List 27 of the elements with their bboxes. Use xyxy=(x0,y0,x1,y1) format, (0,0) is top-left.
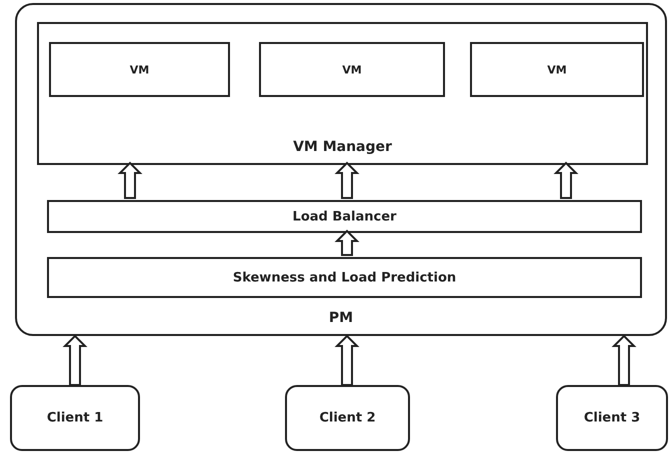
block-arrow xyxy=(334,162,360,199)
vm-box xyxy=(470,42,644,97)
vm-box xyxy=(259,42,445,97)
prediction-box xyxy=(47,257,642,298)
vm-manager-box xyxy=(37,22,648,165)
block-arrow xyxy=(118,162,142,199)
client-box xyxy=(285,385,410,451)
client-box xyxy=(10,385,140,451)
node-label: Load Balancer xyxy=(292,209,398,224)
node-label: Client 1 xyxy=(46,410,104,426)
block-arrow xyxy=(62,334,88,386)
node-label: Skewness and Load Prediction xyxy=(232,270,458,285)
block-arrow xyxy=(334,230,360,256)
node-label: Client 2 xyxy=(318,410,377,426)
pm-box xyxy=(15,3,667,336)
load-balancer-box xyxy=(47,200,642,233)
client-box xyxy=(556,385,668,451)
node-label: Client 3 xyxy=(582,410,642,426)
block-arrow xyxy=(334,334,360,386)
node-label: VM xyxy=(546,63,568,76)
node-label: PM xyxy=(328,310,354,326)
node-label: VM xyxy=(128,63,150,76)
node-label: VM xyxy=(341,63,363,76)
vm-box xyxy=(49,42,230,97)
node-label: VM Manager xyxy=(292,139,393,155)
block-arrow xyxy=(554,162,578,199)
block-arrow xyxy=(612,334,636,386)
